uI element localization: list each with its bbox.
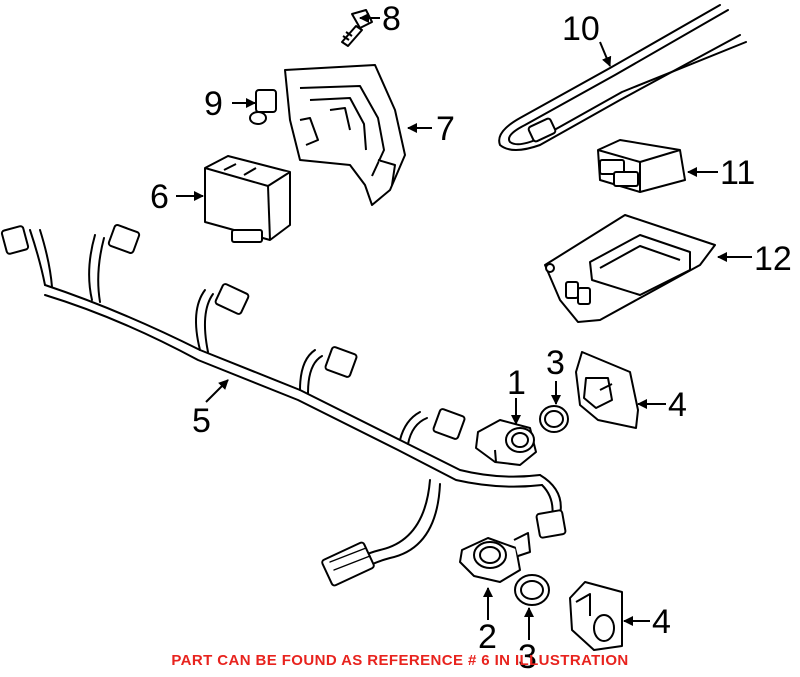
part-6-control-module[interactable] [204, 155, 291, 243]
part-3-grommet-lower[interactable] [514, 574, 550, 606]
part-4-sensor-bracket-lower[interactable] [569, 581, 623, 651]
part-4-sensor-bracket-upper[interactable] [575, 351, 639, 429]
callout-2: 2 [478, 618, 497, 656]
callout-arrows [176, 13, 752, 640]
callout-4-lower: 4 [652, 603, 671, 641]
part-2-parking-sensor[interactable] [459, 532, 531, 583]
callout-12: 12 [754, 240, 792, 278]
callout-10: 10 [562, 10, 600, 48]
callout-3-lower: 3 [518, 638, 537, 676]
part-8-screw[interactable] [341, 9, 373, 47]
part-7-bracket[interactable] [284, 64, 406, 206]
part-11-connector-housing[interactable] [597, 139, 686, 193]
part-3-grommet-upper[interactable] [539, 405, 569, 433]
callout-6: 6 [150, 178, 169, 216]
callout-7: 7 [436, 110, 455, 148]
part-5-wiring-harness[interactable] [0, 224, 567, 587]
callout-8: 8 [382, 0, 401, 38]
callout-3-upper: 3 [546, 344, 565, 382]
part-12-mounting-plate[interactable] [544, 214, 716, 323]
part-10-sensor-cable[interactable] [498, 4, 747, 151]
callout-4-upper: 4 [668, 386, 687, 424]
part-1-parking-sensor[interactable] [475, 419, 537, 466]
callout-1: 1 [507, 364, 526, 402]
callout-11: 11 [720, 154, 755, 192]
callout-5: 5 [192, 402, 211, 440]
callout-9: 9 [204, 85, 223, 123]
reference-notice: PART CAN BE FOUND AS REFERENCE # 6 IN IL… [171, 652, 629, 669]
part-9-clip[interactable] [249, 89, 277, 125]
